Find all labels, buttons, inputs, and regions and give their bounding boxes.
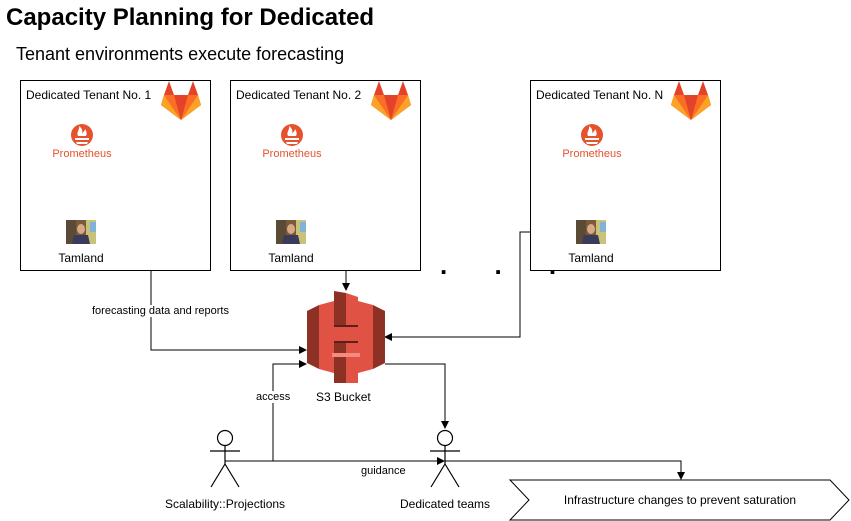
teams-actor-figure (430, 429, 460, 488)
s3-bucket-label: S3 Bucket (316, 390, 371, 404)
tenant-title: Dedicated Tenant No. N (536, 88, 664, 102)
outcome-label: Infrastructure changes to prevent satura… (563, 493, 797, 507)
tamland-avatar (576, 220, 606, 244)
tamland-label: Tamland (58, 251, 104, 265)
tamland-avatar (276, 220, 306, 244)
prometheus-logo: Prometheus (559, 123, 625, 163)
diagram-subtitle: Tenant environments execute forecasting (16, 44, 345, 64)
tamland-label: Tamland (568, 251, 614, 265)
diagram-title: Capacity Planning for Dedicated (6, 4, 375, 31)
tenant-box-2: Dedicated Tenant No. 2 Prometheus Tamlan… (230, 80, 421, 271)
prometheus-label: Prometheus (52, 148, 112, 160)
gitlab-icon (371, 81, 411, 120)
edge-projections-s3 (225, 360, 307, 462)
edge-label-access: access (256, 391, 291, 403)
tenant-box-n: Dedicated Tenant No. N Prometheus Tamlan… (530, 80, 721, 271)
tamland-avatar (66, 220, 96, 244)
prometheus-logo: Prometheus (49, 123, 115, 163)
tenant-title: Dedicated Tenant No. 1 (26, 88, 152, 102)
prometheus-icon (281, 124, 303, 146)
prometheus-icon (71, 124, 93, 146)
tamland-label: Tamland (268, 251, 314, 265)
prometheus-label: Prometheus (562, 148, 622, 160)
teams-actor-label: Dedicated teams (400, 497, 491, 511)
gitlab-icon (671, 81, 711, 120)
outcome-shape (508, 479, 850, 521)
prometheus-label: Prometheus (262, 148, 322, 160)
edge-label-forecasting: forecasting data and reports (92, 305, 229, 317)
projections-actor-label: Scalability::Projections (165, 497, 286, 511)
tenant-title: Dedicated Tenant No. 2 (236, 88, 362, 102)
gitlab-icon (161, 81, 201, 120)
tenant-box-1: Dedicated Tenant No. 1 Prometheus Tamlan… (20, 80, 211, 271)
s3-bucket-icon (307, 291, 385, 383)
prometheus-logo: Prometheus (259, 123, 325, 163)
edge-label-guidance: guidance (361, 465, 406, 477)
projections-actor-figure (210, 429, 240, 488)
prometheus-icon (581, 124, 603, 146)
edge-teams-outcome (445, 460, 685, 480)
edge-s3-teams (385, 363, 449, 429)
ellipsis: . . . (440, 250, 577, 280)
